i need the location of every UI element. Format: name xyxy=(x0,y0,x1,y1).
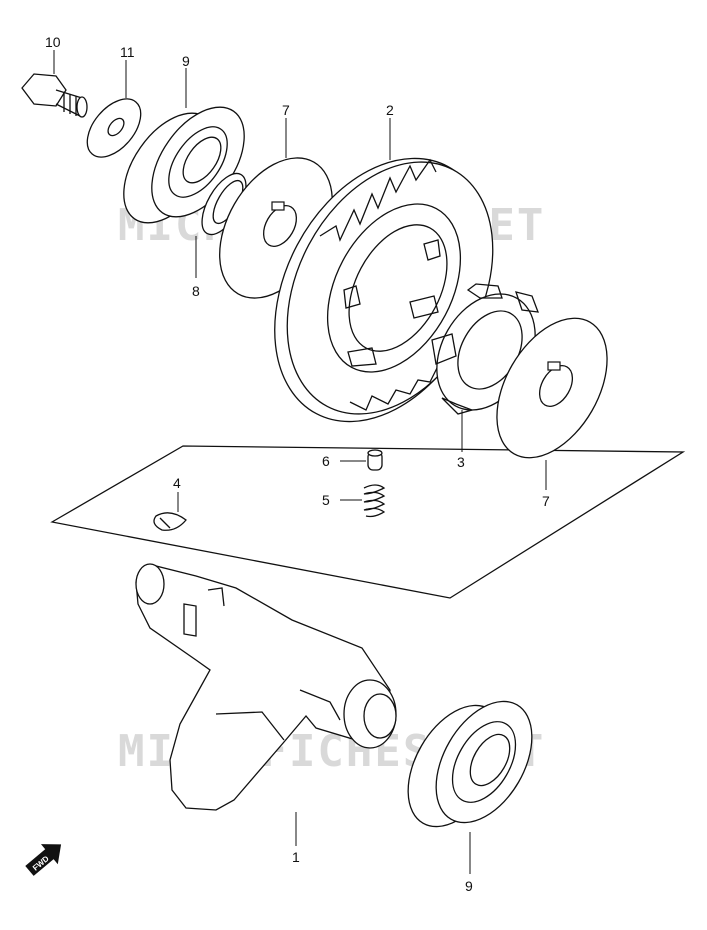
gear-part-2 xyxy=(274,157,494,423)
callout-8: 8 xyxy=(192,283,200,299)
key-part-4 xyxy=(153,512,187,531)
callout-11: 11 xyxy=(120,44,135,60)
callout-1: 1 xyxy=(292,849,300,865)
callout-7-top: 7 xyxy=(282,102,290,118)
bearing-part-9-bottom xyxy=(407,700,533,828)
callout-10: 10 xyxy=(45,34,61,50)
callout-3: 3 xyxy=(457,454,465,470)
callout-6: 6 xyxy=(322,453,330,469)
pin-part-6 xyxy=(367,449,383,471)
keyed-washer-part-7-right xyxy=(496,317,608,459)
callout-2: 2 xyxy=(386,102,394,118)
shaft-part-1 xyxy=(135,563,397,811)
callout-5: 5 xyxy=(322,492,330,508)
callout-9-bottom: 9 xyxy=(465,878,473,894)
washer-part-11 xyxy=(86,98,142,158)
leader-lines xyxy=(53,50,547,874)
callout-4: 4 xyxy=(173,475,181,491)
callout-9-top: 9 xyxy=(182,53,190,69)
spring-part-5 xyxy=(363,484,386,518)
assembly-plane xyxy=(50,445,686,599)
callout-7-right: 7 xyxy=(542,493,550,509)
forward-arrow-icon: FWD xyxy=(25,844,62,876)
bolt-part-10 xyxy=(21,73,88,118)
